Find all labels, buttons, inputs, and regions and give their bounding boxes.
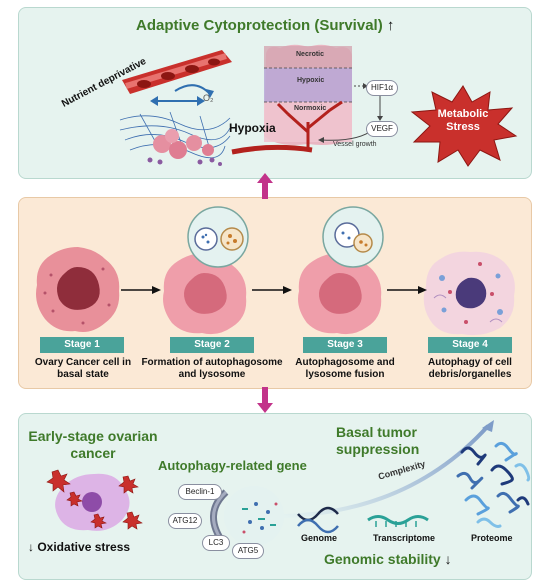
stage1-cell-illustration bbox=[36, 247, 120, 332]
gene-beclin1-badge: Beclin-1 bbox=[178, 484, 222, 500]
stage-arrow-1 bbox=[121, 286, 161, 294]
complexity-curve-arrow bbox=[283, 420, 494, 518]
gene-atg5-badge: ATG5 bbox=[232, 543, 264, 559]
vessel-growth-label: Vessel growth bbox=[333, 141, 377, 148]
stage2-caption: Formation of autophagosome and lysosome bbox=[141, 357, 283, 380]
rna-strand-icon bbox=[367, 515, 429, 527]
autophagosome-gene-illustration bbox=[210, 486, 284, 547]
hypoxia-label: Hypoxia bbox=[229, 121, 276, 135]
survival-title-text: Adaptive Cytoprotection (Survival) bbox=[136, 17, 383, 34]
dna-helix-icon bbox=[297, 506, 339, 534]
stage3-cell-illustration bbox=[298, 206, 384, 335]
stage3-caption: Autophagosome and lysosome fusion bbox=[295, 357, 395, 380]
extracellular-matrix-illustration bbox=[119, 111, 231, 166]
stage4-badge: Stage 4 bbox=[428, 337, 512, 353]
hif-vegf-pathway-arrows bbox=[318, 83, 383, 143]
exchange-arrows-icon bbox=[150, 84, 214, 106]
hypoxic-zone-label: Hypoxic bbox=[297, 77, 325, 84]
proteome-label: Proteome bbox=[471, 533, 513, 543]
necrotic-zone-label: Necrotic bbox=[296, 51, 325, 58]
hif1a-badge: HIF1α bbox=[366, 80, 398, 96]
metabolic-stress-label: Metabolic Stress bbox=[437, 108, 489, 133]
gene-atg12-badge: ATG12 bbox=[168, 513, 202, 529]
stage4-cell-debris-illustration bbox=[423, 251, 515, 336]
genomic-stability-row: Genomic stability ↓ bbox=[324, 551, 452, 567]
vessel-base-illustration bbox=[231, 144, 313, 155]
oxidative-stress-label: Oxidative stress bbox=[37, 540, 131, 554]
stage2-cell-illustration bbox=[163, 206, 249, 335]
stage1-caption: Ovary Cancer cell in basal state bbox=[34, 357, 132, 380]
metabolic-stress-burst-icon bbox=[410, 85, 518, 167]
tumor-zones-illustration bbox=[264, 44, 352, 149]
stage-arrow-2 bbox=[252, 286, 292, 294]
basal-tumor-title: Basal tumor suppression bbox=[336, 424, 420, 457]
genome-label: Genome bbox=[301, 533, 338, 543]
protein-cluster-icon bbox=[456, 441, 531, 528]
stage4-caption: Autophagy of cell debris/organelles bbox=[428, 357, 512, 380]
stage1-badge: Stage 1 bbox=[40, 337, 124, 353]
oxidative-stress-row: ↓ Oxidative stress bbox=[28, 540, 130, 554]
stage3-badge: Stage 3 bbox=[303, 337, 387, 353]
transcriptome-label: Transcriptome bbox=[373, 533, 436, 543]
early-stage-cell-illustration bbox=[46, 469, 143, 531]
genomic-stability-label: Genomic stability bbox=[324, 551, 441, 567]
stage2-badge: Stage 2 bbox=[170, 337, 254, 353]
down-arrow-icon: ↓ bbox=[28, 540, 34, 554]
autophagy-gene-title: Autophagy-related gene bbox=[158, 458, 307, 473]
up-arrow-connector bbox=[257, 173, 273, 199]
vegf-badge: VEGF bbox=[366, 121, 398, 137]
oxygen-symbol: O₂ bbox=[203, 93, 214, 103]
normoxic-zone-label: Normoxic bbox=[294, 105, 327, 112]
up-arrow-icon: ↑ bbox=[386, 17, 395, 34]
down-arrow-connector bbox=[257, 387, 273, 413]
stage-arrow-3 bbox=[387, 286, 427, 294]
blood-vessel-illustration bbox=[122, 50, 232, 94]
survival-title: Adaptive Cytoprotection (Survival) ↑ bbox=[136, 17, 394, 34]
down-arrow-icon: ↓ bbox=[444, 551, 452, 567]
gene-lc3-badge: LC3 bbox=[202, 535, 230, 551]
early-stage-title: Early-stage ovarian cancer bbox=[28, 428, 158, 461]
